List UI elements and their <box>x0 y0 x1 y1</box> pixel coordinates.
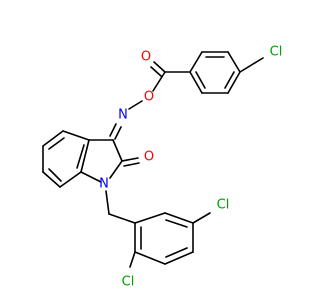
cl-4-benzyl-label: Cl <box>217 198 230 213</box>
bond-layer <box>42 51 264 268</box>
bond <box>128 100 143 110</box>
cl-2-benzyl-label: Cl <box>122 275 135 290</box>
bond-aromatic <box>76 144 85 169</box>
bond-aromatic <box>165 219 188 228</box>
n-oxime-label: N <box>118 108 128 123</box>
molecule-canvas: O O N O N Cl Cl Cl <box>42 45 282 290</box>
bond <box>109 160 123 179</box>
bond <box>192 212 211 224</box>
bond <box>152 71 166 92</box>
bond <box>189 51 203 73</box>
bond <box>80 171 102 183</box>
n-indole-label: N <box>99 177 109 192</box>
bond-aromatic <box>195 71 206 89</box>
bond <box>112 139 123 162</box>
bond <box>164 251 194 265</box>
bond <box>239 57 264 73</box>
bond-aromatic <box>48 168 62 182</box>
bond-aromatic <box>165 247 188 258</box>
cl-para-benzoyl-label: Cl <box>270 45 283 60</box>
o-ester-link-label: O <box>144 90 154 105</box>
bond <box>59 171 82 188</box>
bond <box>62 130 90 141</box>
bond <box>134 251 166 265</box>
bond <box>129 251 136 268</box>
bond <box>153 61 166 73</box>
bond <box>105 190 110 215</box>
bond <box>121 157 139 162</box>
bond <box>42 171 61 188</box>
bond <box>150 66 162 77</box>
o-lactam-label: O <box>144 150 154 165</box>
bond-aromatic <box>48 137 65 150</box>
o-ester-carbonyl-label: O <box>141 50 151 65</box>
bond <box>80 139 90 173</box>
bond <box>227 51 241 73</box>
bond <box>114 126 122 140</box>
bond <box>134 212 166 224</box>
bond <box>108 213 136 224</box>
bond <box>123 162 140 167</box>
bond <box>227 71 241 94</box>
atom-label-layer: O O N O N Cl Cl Cl <box>99 45 282 290</box>
bond-aromatic <box>224 71 235 89</box>
bond <box>42 130 64 147</box>
bond <box>164 212 194 224</box>
molecule-structure: O O N O N Cl Cl Cl <box>42 45 282 290</box>
bond <box>189 71 203 94</box>
bond <box>109 123 117 137</box>
